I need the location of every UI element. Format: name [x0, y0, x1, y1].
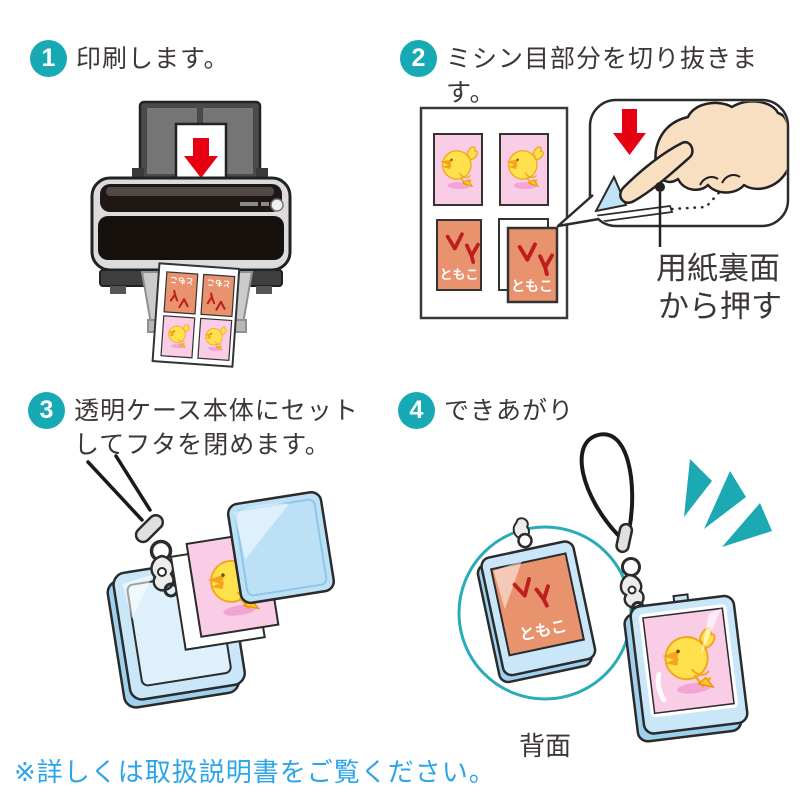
- step-3-title: 透明ケース本体にセット してフタを閉めます。: [74, 392, 359, 462]
- footnote: ※詳しくは取扱説明書をご覧ください。: [14, 757, 496, 787]
- callout-bubble: [556, 98, 790, 247]
- emphasis-marks-icon: [684, 459, 772, 547]
- card-name-text: ともこ: [439, 267, 478, 282]
- step-2-header: 2 ミシン目部分を切り抜きます。: [400, 40, 800, 110]
- step-1-header: 1 印刷します。: [30, 40, 230, 77]
- step-2-title: ミシン目部分を切り抜きます。: [446, 45, 759, 107]
- front-case: [623, 593, 749, 743]
- strap-loop: [579, 432, 635, 537]
- strap-ferrule: [615, 522, 634, 554]
- step-4-badge: 4: [398, 392, 435, 429]
- case-lid: [226, 490, 336, 605]
- step-4-title: できあがり: [444, 397, 575, 425]
- step-3-title-line2: してフタを閉めます。: [74, 430, 331, 459]
- leader-dot: [655, 182, 665, 192]
- strap-ring: [621, 557, 641, 577]
- printed-sheet: ともこ ともこ: [151, 262, 241, 368]
- down-arrow-icon: [613, 109, 646, 155]
- strap-cord: [86, 454, 152, 522]
- punched-card: ともこ: [506, 226, 559, 304]
- step-3-badge: 3: [28, 392, 65, 429]
- mini-card-name: ともこ: [170, 275, 195, 286]
- assembly-illustration: [86, 454, 336, 709]
- push-note-line1: 用紙裏面: [656, 251, 780, 286]
- back-view-case: ともこ: [476, 517, 597, 684]
- back-view-label: 背面: [519, 731, 571, 761]
- card-name-text: ともこ: [511, 278, 553, 294]
- strap-ferrule: [134, 513, 165, 544]
- step-3-header: 3 透明ケース本体にセット してフタを閉めます。: [28, 392, 359, 462]
- step-2-badge: 2: [400, 40, 437, 77]
- down-arrow-icon: [184, 138, 218, 178]
- printer-illustration: ともこ ともこ: [90, 100, 292, 368]
- power-button: [270, 198, 284, 212]
- step-3-title-line1: 透明ケース本体にセット: [74, 397, 359, 425]
- step-1-title: 印刷します。: [76, 45, 230, 73]
- punch-out-illustration: ともこ ともこ: [419, 98, 790, 324]
- step-4-header: 4 できあがり: [398, 392, 574, 429]
- push-note-line2: から押す: [658, 289, 782, 324]
- finished-strap-illustration: ともこ 背面: [457, 432, 772, 761]
- step-1-badge: 1: [30, 40, 67, 77]
- name-card: ともこ: [436, 219, 482, 291]
- mini-card-name: ともこ: [206, 278, 231, 289]
- hand-icon: [619, 101, 787, 204]
